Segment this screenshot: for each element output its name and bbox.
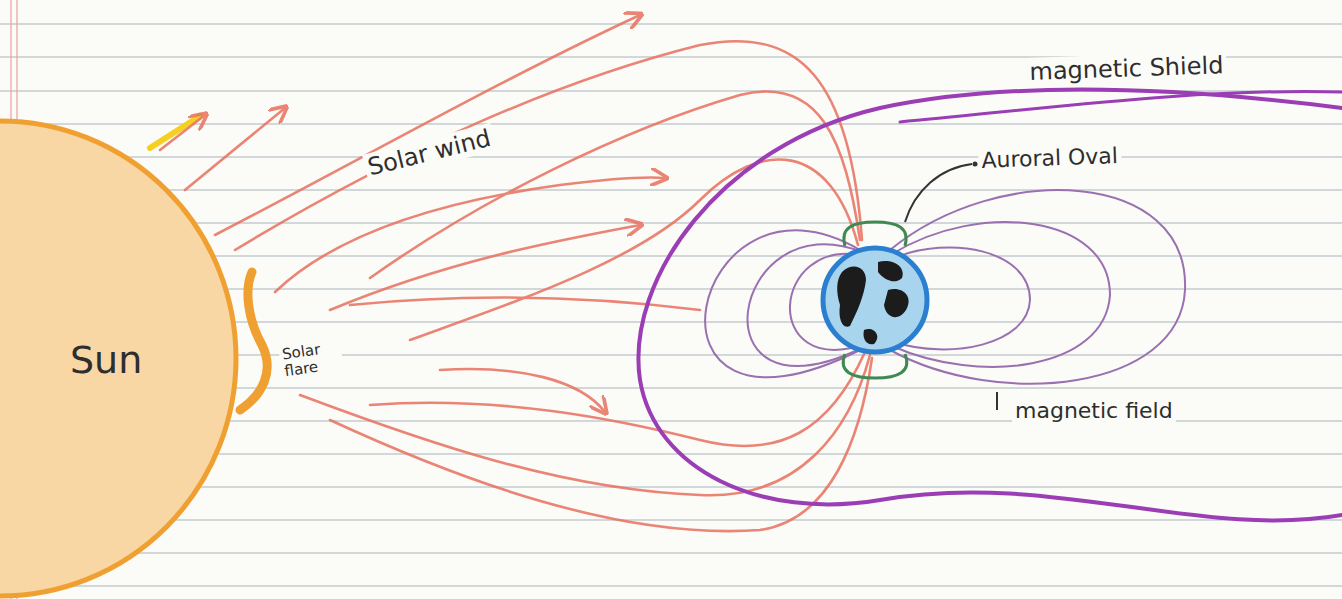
earth bbox=[823, 248, 927, 352]
shield-label: magnetic Shield bbox=[1026, 51, 1227, 86]
leader-dot bbox=[973, 162, 978, 167]
solar-flare bbox=[240, 272, 267, 410]
magnetic-field bbox=[705, 190, 1185, 384]
field-label: magnetic field bbox=[1012, 398, 1176, 424]
sun-shape: Sun bbox=[0, 118, 240, 599]
auroral-oval bbox=[843, 222, 907, 378]
leader-line bbox=[905, 164, 972, 222]
solar-flare-label: Solar flare bbox=[278, 337, 344, 380]
aurora-label: Auroral Oval bbox=[978, 143, 1121, 174]
sun-label: Sun bbox=[70, 340, 142, 382]
flare-spark bbox=[150, 116, 200, 148]
solar-wind-label: Solar wind bbox=[362, 123, 496, 182]
solar-wind bbox=[160, 15, 872, 531]
magnetic-shield bbox=[638, 90, 1342, 521]
leader-mark bbox=[996, 392, 998, 410]
